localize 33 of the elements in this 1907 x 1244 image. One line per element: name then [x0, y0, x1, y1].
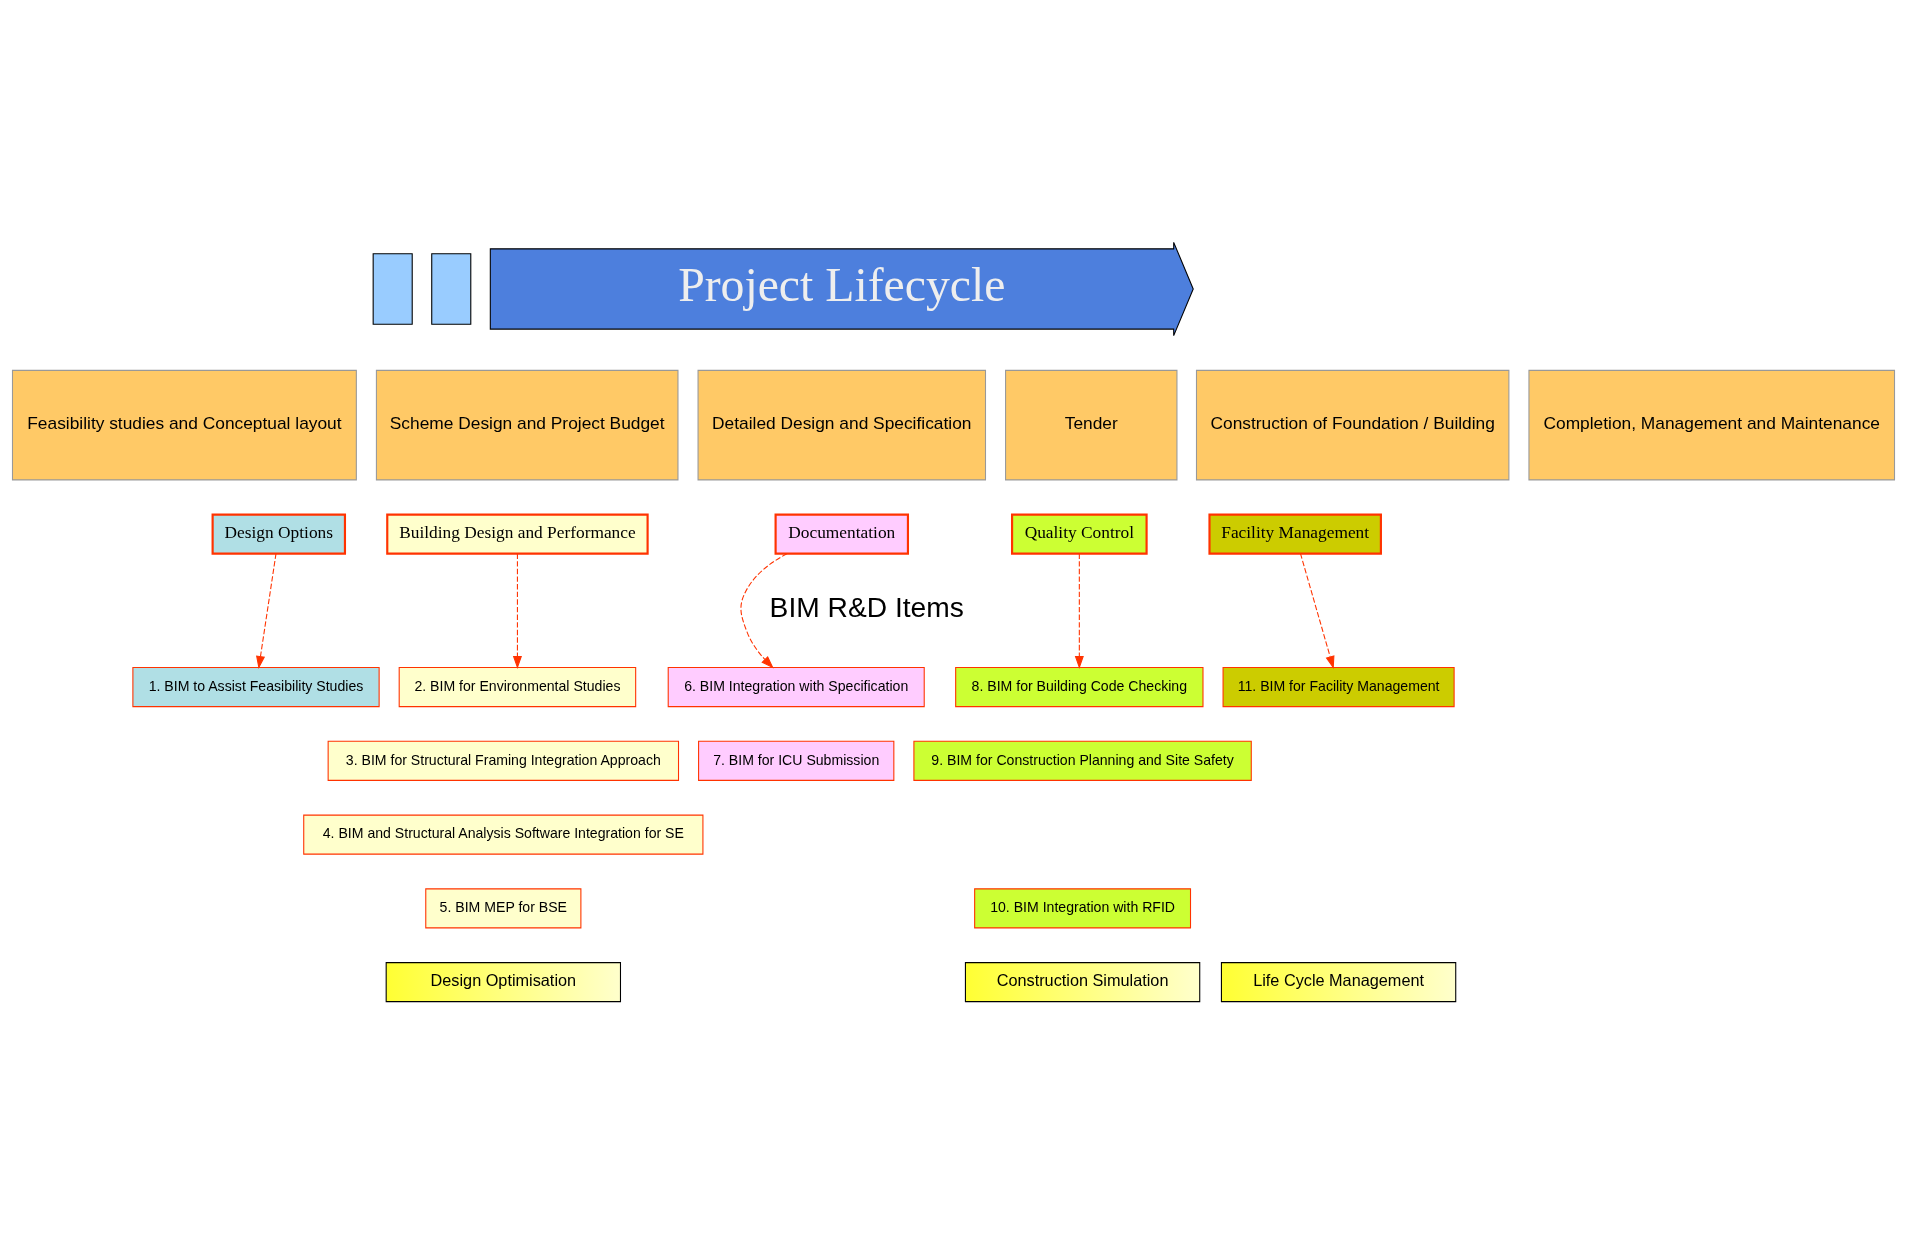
arrow	[512, 553, 522, 669]
node-box: Construction of Foundation / Building	[1195, 369, 1510, 481]
node-box: Building Design and Performance	[386, 513, 649, 555]
node-box: 9. BIM for Construction Planning and Site Safety	[913, 740, 1252, 781]
node-box	[431, 253, 472, 325]
node-box: 2. BIM for Environmental Studies	[398, 667, 637, 708]
node-box: 5. BIM MEP for BSE	[425, 888, 582, 929]
node-box: 3. BIM for Structural Framing Integration Approach	[327, 740, 680, 781]
label: BIM R&D Items	[769, 591, 964, 624]
arrow	[256, 553, 277, 669]
node-box: 6. BIM Integration with Specification	[667, 667, 925, 708]
node-box: 7. BIM for ICU Submission	[698, 740, 895, 781]
node-box: 8. BIM for Building Code Checking	[955, 667, 1204, 708]
node-box: Feasibility studies and Conceptual layout	[11, 369, 357, 481]
node-box: Design Options	[211, 513, 347, 555]
node-box: Facility Management	[1208, 513, 1382, 555]
node-box: Quality Control	[1011, 513, 1148, 555]
node-box: 4. BIM and Structural Analysis Software Integration for SE	[303, 814, 704, 855]
node-box: Design Optimisation	[385, 962, 621, 1003]
arrow	[740, 553, 788, 669]
node-box: 1. BIM to Assist Feasibility Studies	[132, 667, 380, 708]
arrow	[1299, 553, 1335, 669]
node-box: Detailed Design and Specification	[697, 369, 987, 481]
node-box	[372, 253, 413, 325]
node-box: Life Cycle Management	[1220, 962, 1457, 1003]
node-box: Tender	[1005, 369, 1178, 481]
node-box: 11. BIM for Facility Management	[1222, 667, 1455, 708]
node-box: Scheme Design and Project Budget	[375, 369, 679, 481]
node-box: Completion, Management and Maintenance	[1528, 369, 1896, 481]
node-box: Construction Simulation	[964, 962, 1201, 1003]
arrow	[1074, 553, 1084, 669]
node-box: 10. BIM Integration with RFID	[974, 888, 1192, 929]
node-box: Documentation	[774, 513, 910, 555]
